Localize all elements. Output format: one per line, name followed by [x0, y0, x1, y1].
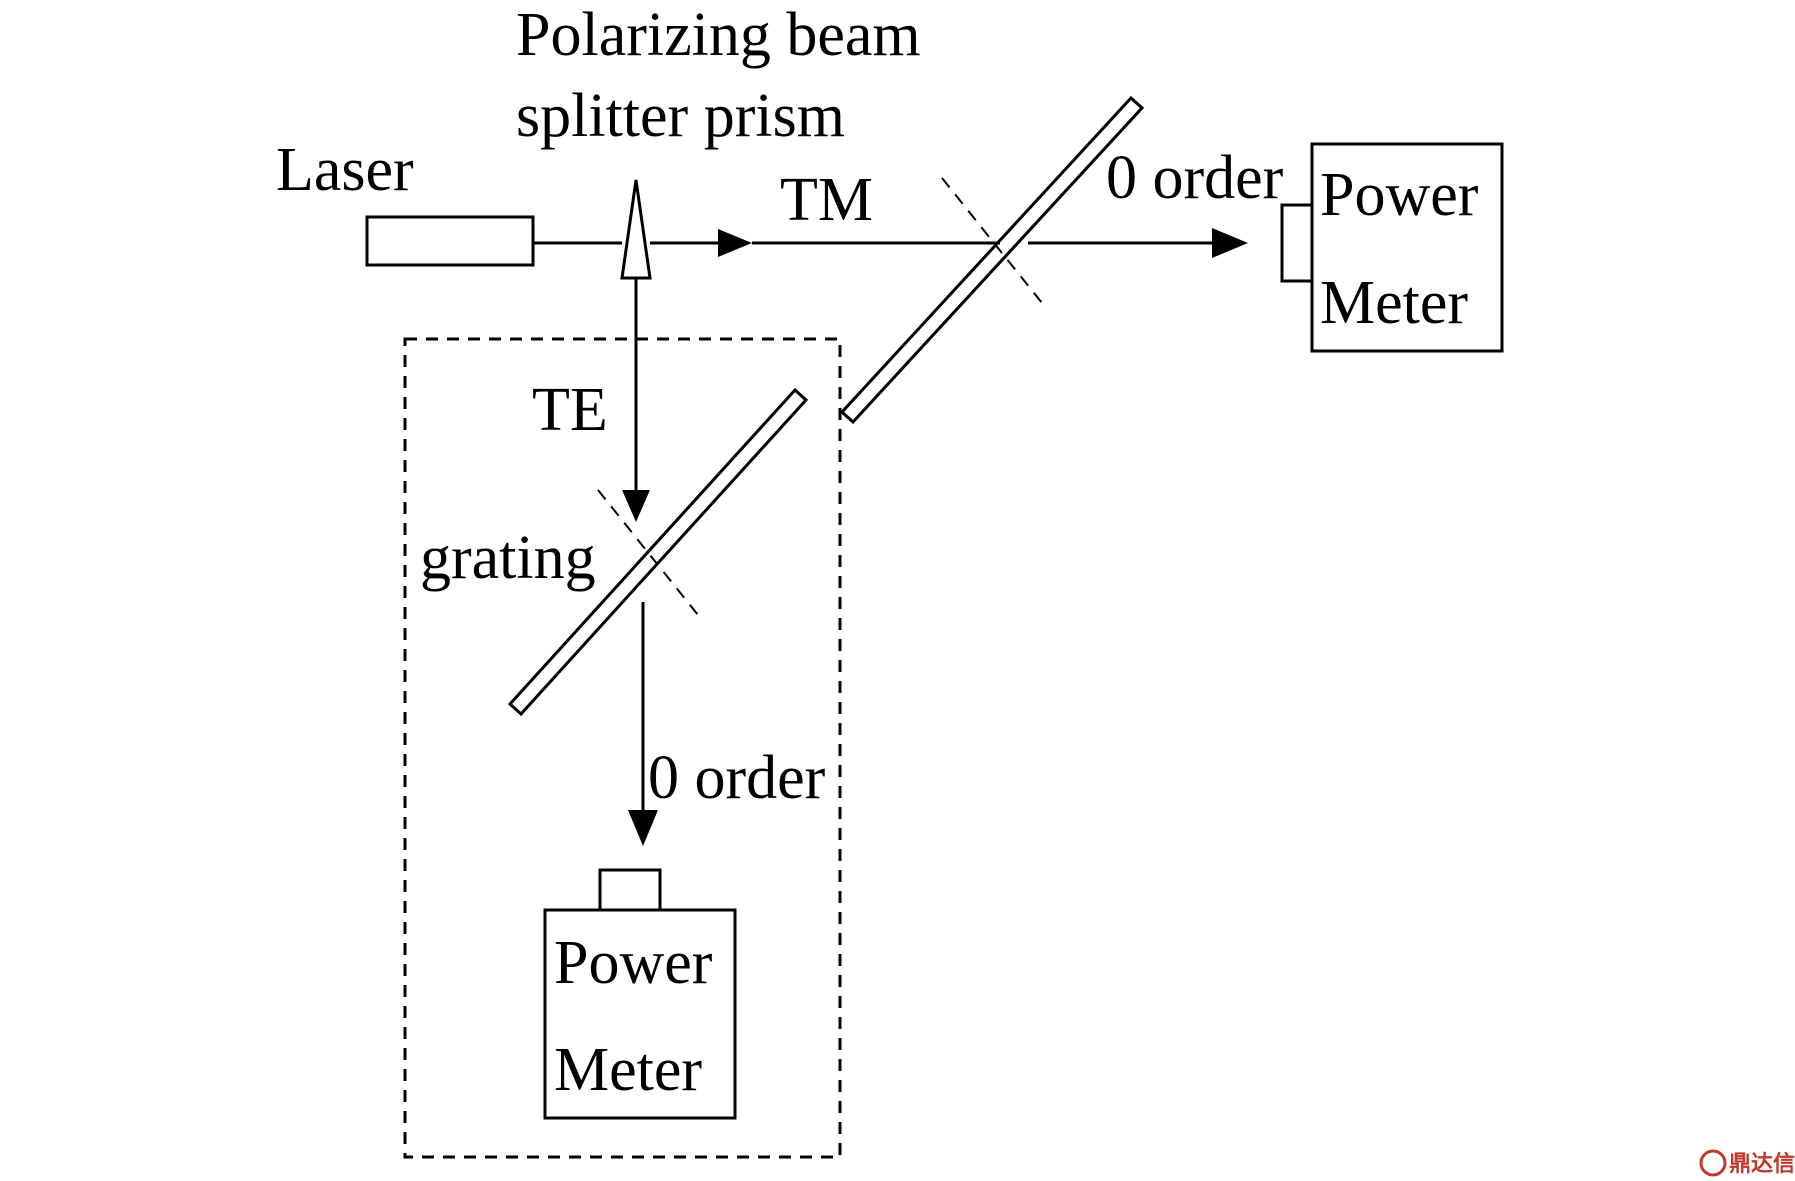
watermark-text: 鼎达信	[1729, 1151, 1795, 1177]
prism-label-line2: splitter prism	[516, 82, 845, 150]
watermark: 鼎达信	[1699, 1149, 1795, 1177]
bottom-power-meter-label-line1: Power	[554, 929, 713, 997]
laser-label: Laser	[276, 136, 414, 204]
bottom-power-meter	[543, 908, 737, 1120]
right-power-meter	[1310, 142, 1504, 353]
left-grating-plate	[507, 387, 809, 717]
laser-box	[365, 215, 535, 267]
right-power-meter-sensor	[1280, 203, 1314, 283]
right-grating-normal	[941, 177, 1047, 309]
tm-arrowhead	[718, 229, 752, 257]
right-power-meter-label-line2: Meter	[1320, 269, 1468, 337]
beam-splitter-prism	[620, 179, 652, 280]
bottom-order-arrowhead	[628, 810, 658, 846]
right-power-meter-label-line1: Power	[1320, 161, 1479, 229]
te-arrowhead	[622, 490, 650, 522]
te-label: TE	[532, 376, 608, 444]
right-order-arrowhead	[1212, 228, 1248, 258]
right-grating-plate	[839, 95, 1145, 425]
te-measurement-enclosure	[403, 337, 842, 1159]
prism-label-line1: Polarizing beam	[516, 1, 921, 69]
bottom-power-meter-sensor	[598, 868, 662, 912]
grating-label: grating	[420, 524, 596, 592]
bottom-power-meter-label-line2: Meter	[554, 1036, 702, 1104]
bottom-order-label: 0 order	[648, 744, 826, 812]
watermark-logo-icon	[1699, 1149, 1727, 1177]
left-grating-normal	[597, 489, 703, 621]
tm-label: TM	[780, 166, 873, 234]
right-order-label: 0 order	[1106, 144, 1284, 212]
